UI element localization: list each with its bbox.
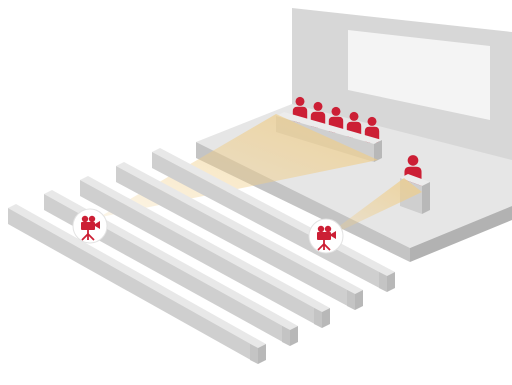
side-camera bbox=[308, 218, 344, 254]
camera-view-beam bbox=[326, 178, 422, 236]
bench-row bbox=[116, 162, 363, 310]
bench-row bbox=[8, 204, 266, 364]
bench-row bbox=[80, 176, 330, 328]
projection-screen bbox=[348, 30, 490, 120]
audience-camera bbox=[72, 208, 108, 244]
video-camera-icon bbox=[81, 215, 100, 241]
audience-benches bbox=[8, 148, 395, 364]
video-camera-icon bbox=[317, 225, 336, 251]
